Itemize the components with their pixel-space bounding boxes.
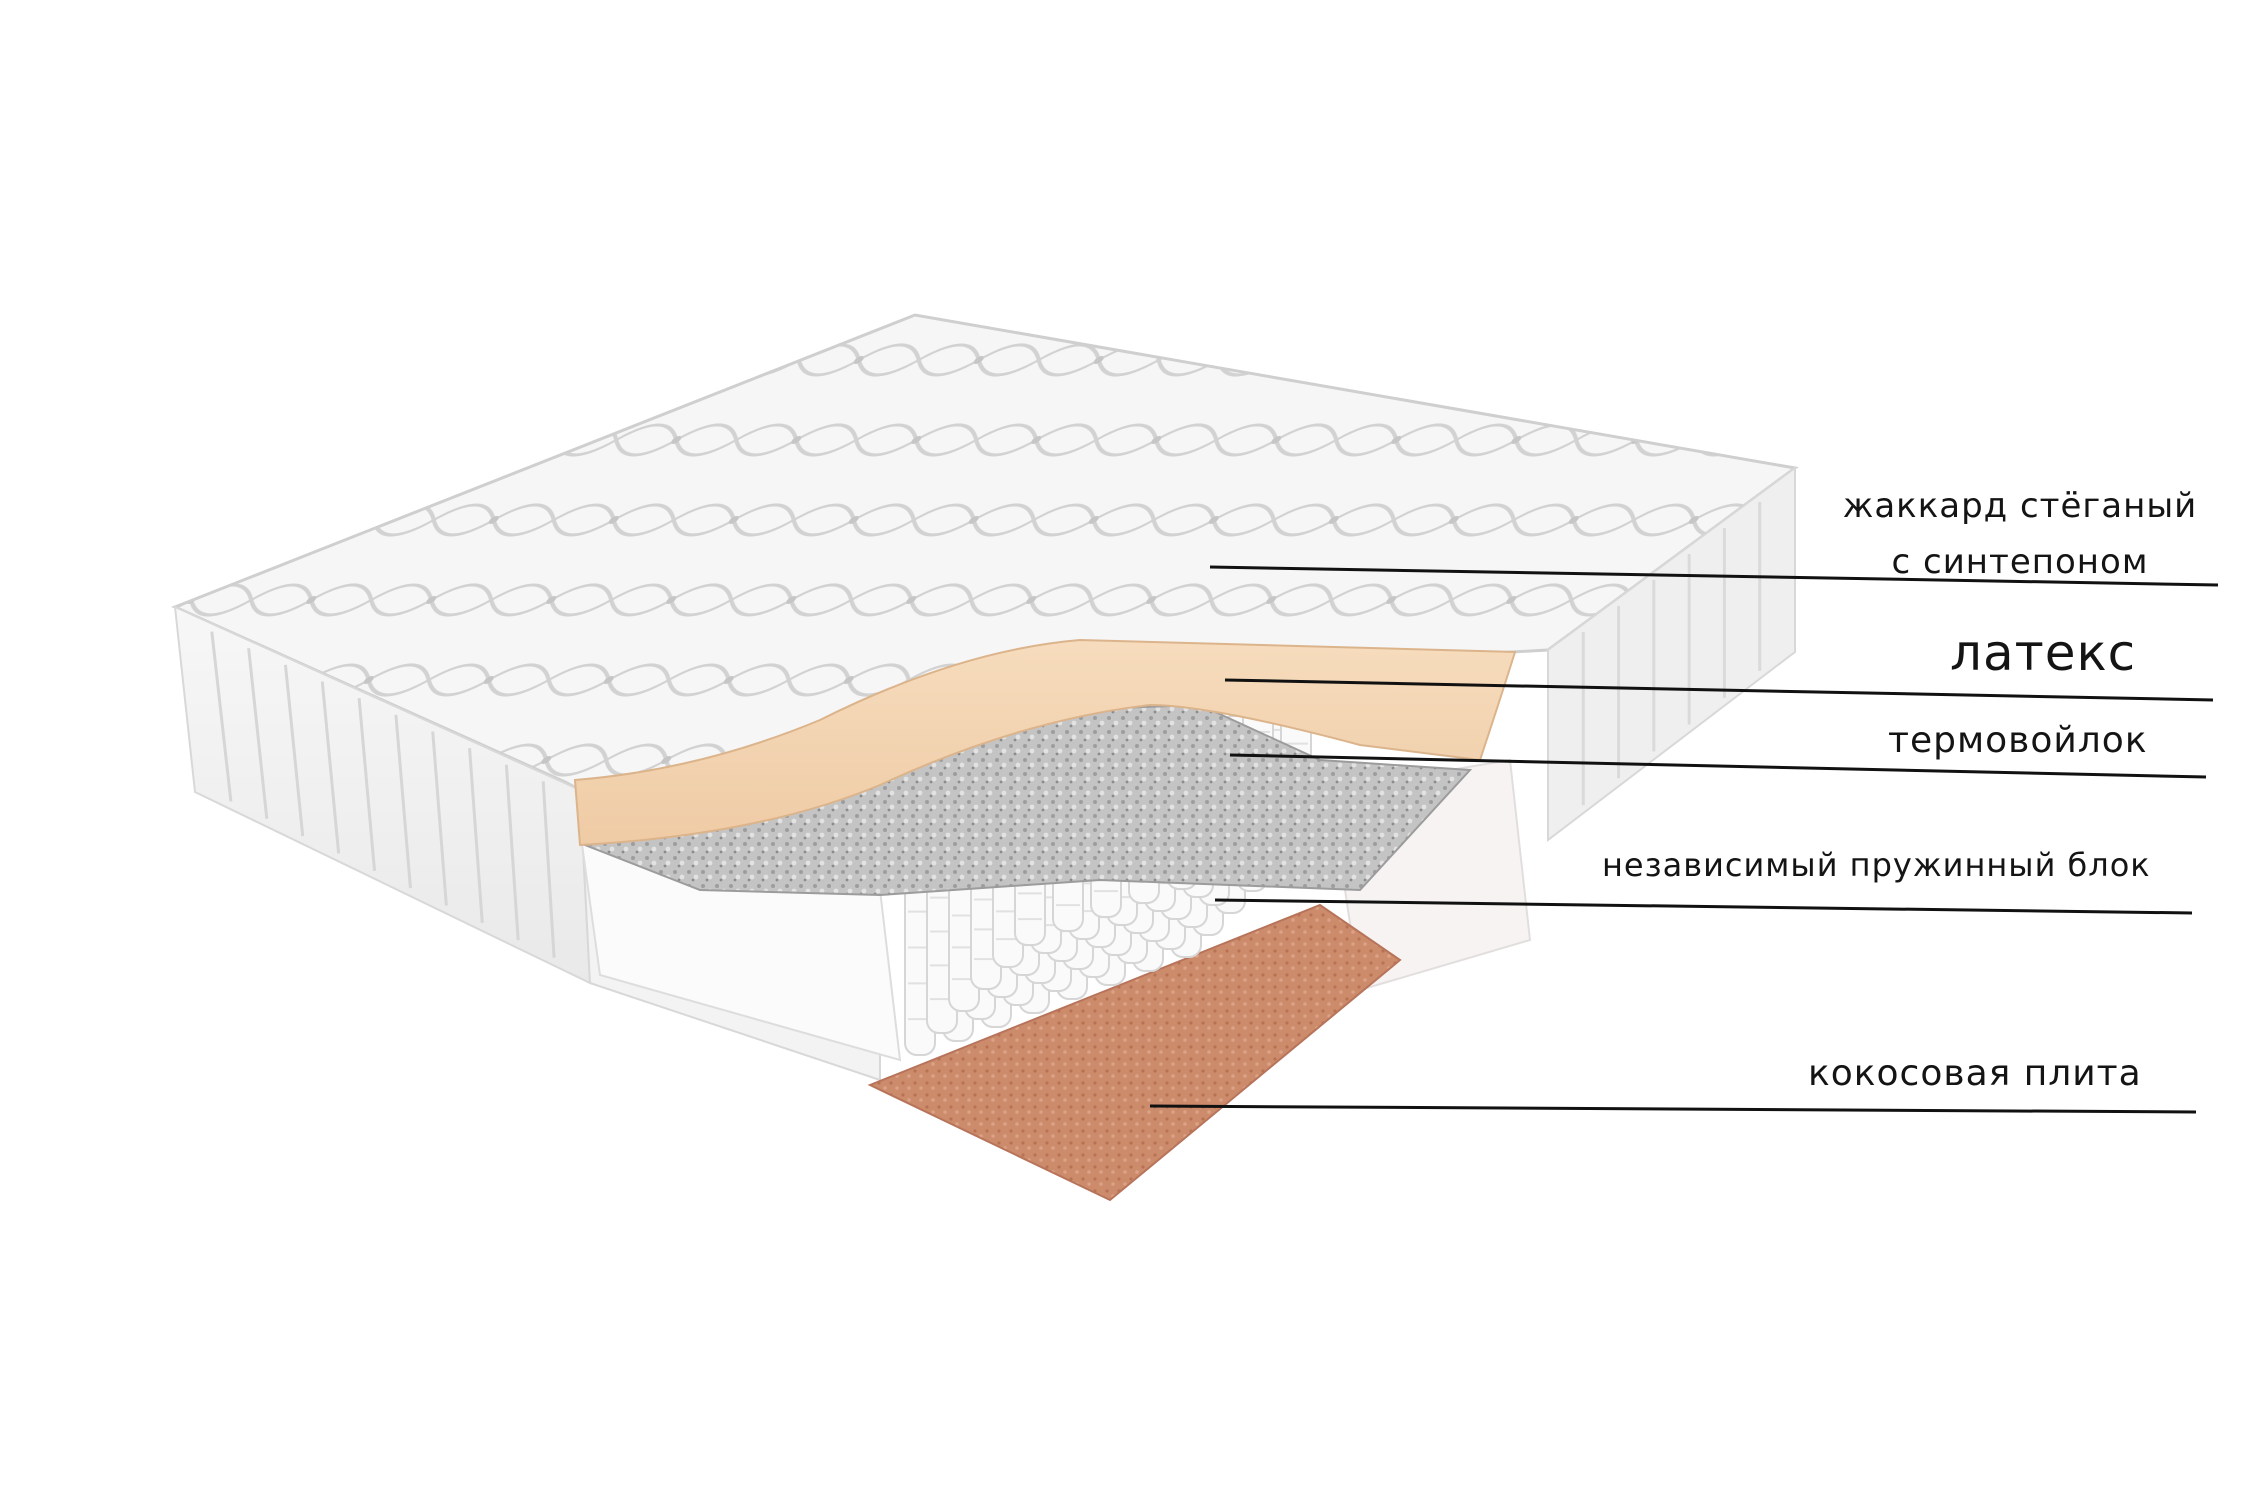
side-rib	[394, 714, 412, 889]
side-rib	[431, 731, 448, 906]
side-rib	[541, 781, 556, 958]
side-quilting-ribs	[210, 502, 1762, 958]
side-rib	[247, 648, 269, 819]
side-rib	[357, 698, 377, 871]
leader-line-felt	[1229, 753, 2207, 779]
mattress-right-side	[1547, 466, 1796, 843]
label-quilted-jacquard: жаккард стёганый с синтепоном	[1790, 478, 2250, 590]
side-rib	[468, 747, 484, 924]
leader-line-coconut	[1149, 1104, 2197, 1114]
leader-line-springs	[1214, 898, 2193, 915]
label-coconut-slab: кокосовая плита	[1808, 1053, 2142, 1094]
side-rib	[210, 631, 233, 802]
side-rib	[504, 764, 520, 941]
leader-line-top	[1209, 565, 2219, 587]
leader-lines	[1149, 565, 2219, 1114]
label-spring-block: независимый пружинный блок	[1602, 846, 2151, 884]
label-latex: латекс	[1950, 624, 2137, 682]
latex-layer-shape	[573, 638, 1517, 847]
coconut-layer-shape	[867, 903, 1402, 1202]
label-quilted-jacquard-line-2: с синтепоном	[1891, 542, 2149, 582]
label-thermal-felt: термовойлок	[1888, 720, 2148, 761]
side-rib	[320, 681, 341, 854]
mattress-body	[171, 313, 1799, 1082]
side-rib	[283, 664, 305, 837]
label-quilted-jacquard-line-1: жаккард стёганый	[1842, 486, 2198, 526]
leader-line-latex	[1224, 678, 2214, 702]
